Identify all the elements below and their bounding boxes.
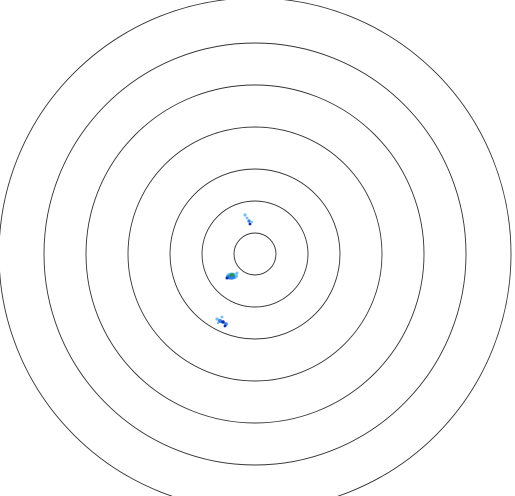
echo-cell: [235, 271, 239, 275]
range-ring: [233, 232, 277, 276]
echo-cell: [245, 216, 249, 220]
echo-cell: [243, 213, 247, 217]
echo-cell: [248, 222, 252, 226]
echo-cell: [220, 315, 224, 319]
echo-cell: [247, 219, 251, 223]
echo-cell: [229, 273, 235, 277]
echo-cell: [225, 276, 229, 280]
echo-cell: [223, 324, 227, 328]
range-ring: [85, 84, 425, 424]
echo-cell: [215, 317, 219, 321]
echo-cell: [218, 319, 222, 323]
echo-cell: [250, 220, 254, 224]
range-ring: [169, 168, 341, 340]
echo-cluster-south: [215, 315, 228, 328]
echo-cluster-center: [225, 271, 239, 280]
echo-cell: [221, 320, 225, 324]
echo-cell: [216, 321, 220, 325]
range-ring: [201, 200, 309, 308]
range-ring: [127, 126, 383, 382]
range-ring: [43, 42, 467, 466]
echo-cluster-north: [243, 213, 254, 226]
